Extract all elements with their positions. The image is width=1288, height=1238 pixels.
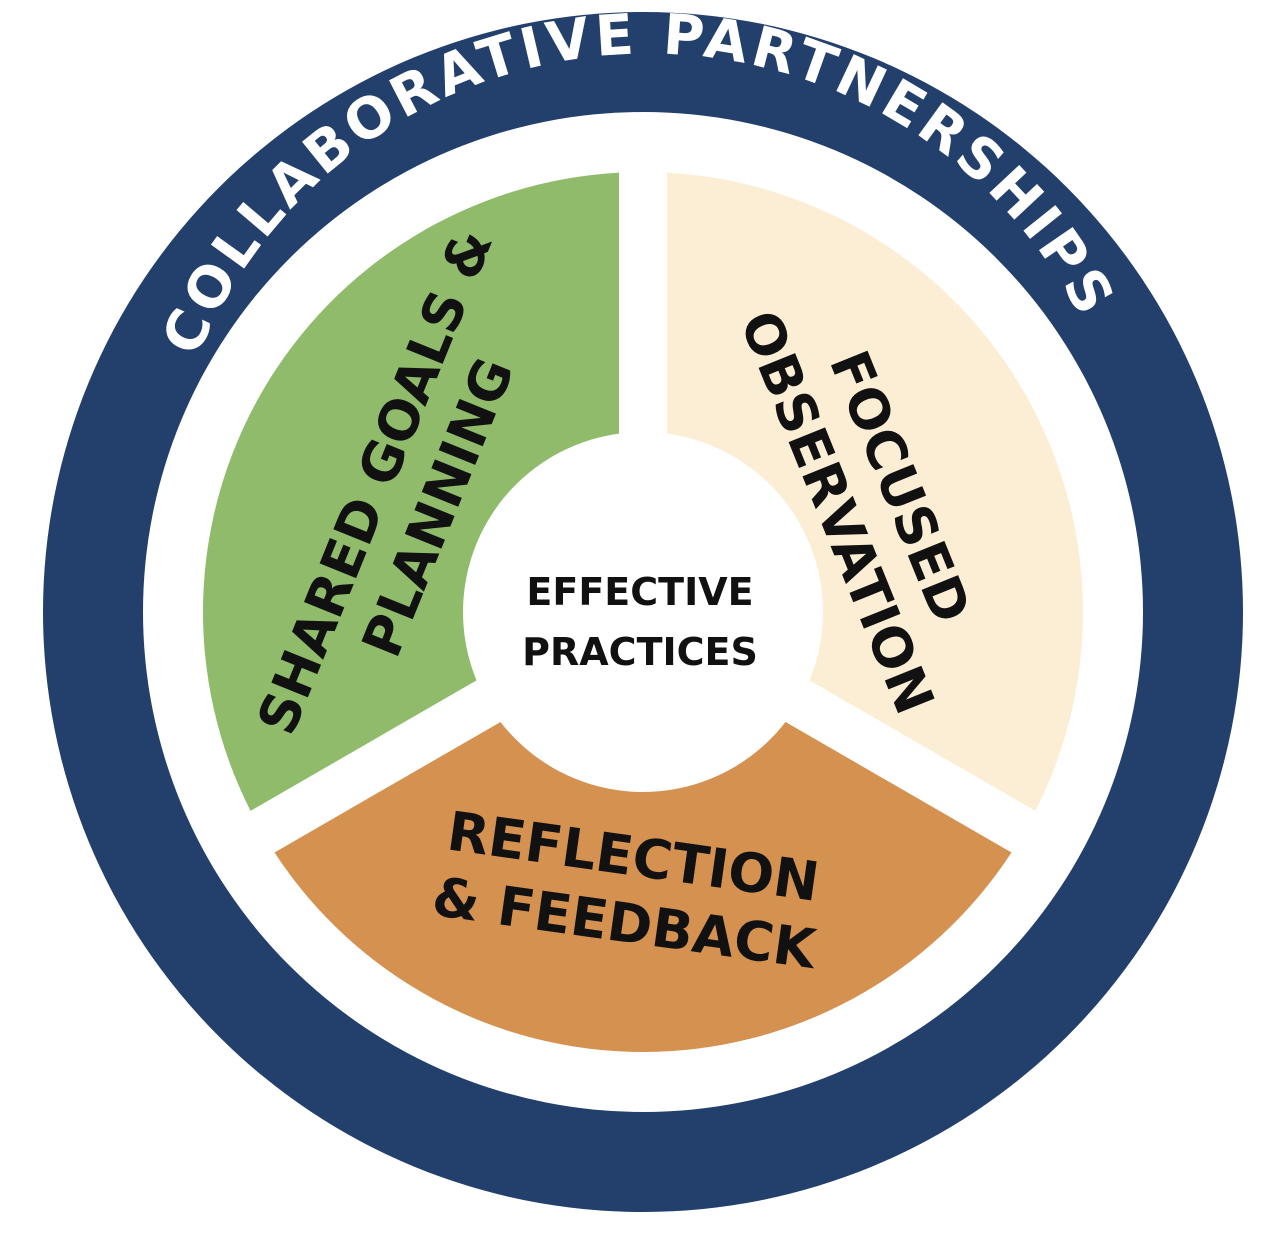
segment-focused	[667, 172, 1083, 811]
center-label-line1: EFFECTIVE	[526, 570, 753, 614]
segment-reflection	[274, 706, 1012, 1052]
segments	[203, 172, 1083, 1052]
center-circle	[463, 432, 823, 792]
center-label-line2: PRACTICES	[522, 630, 758, 674]
segment-shared	[203, 172, 619, 811]
